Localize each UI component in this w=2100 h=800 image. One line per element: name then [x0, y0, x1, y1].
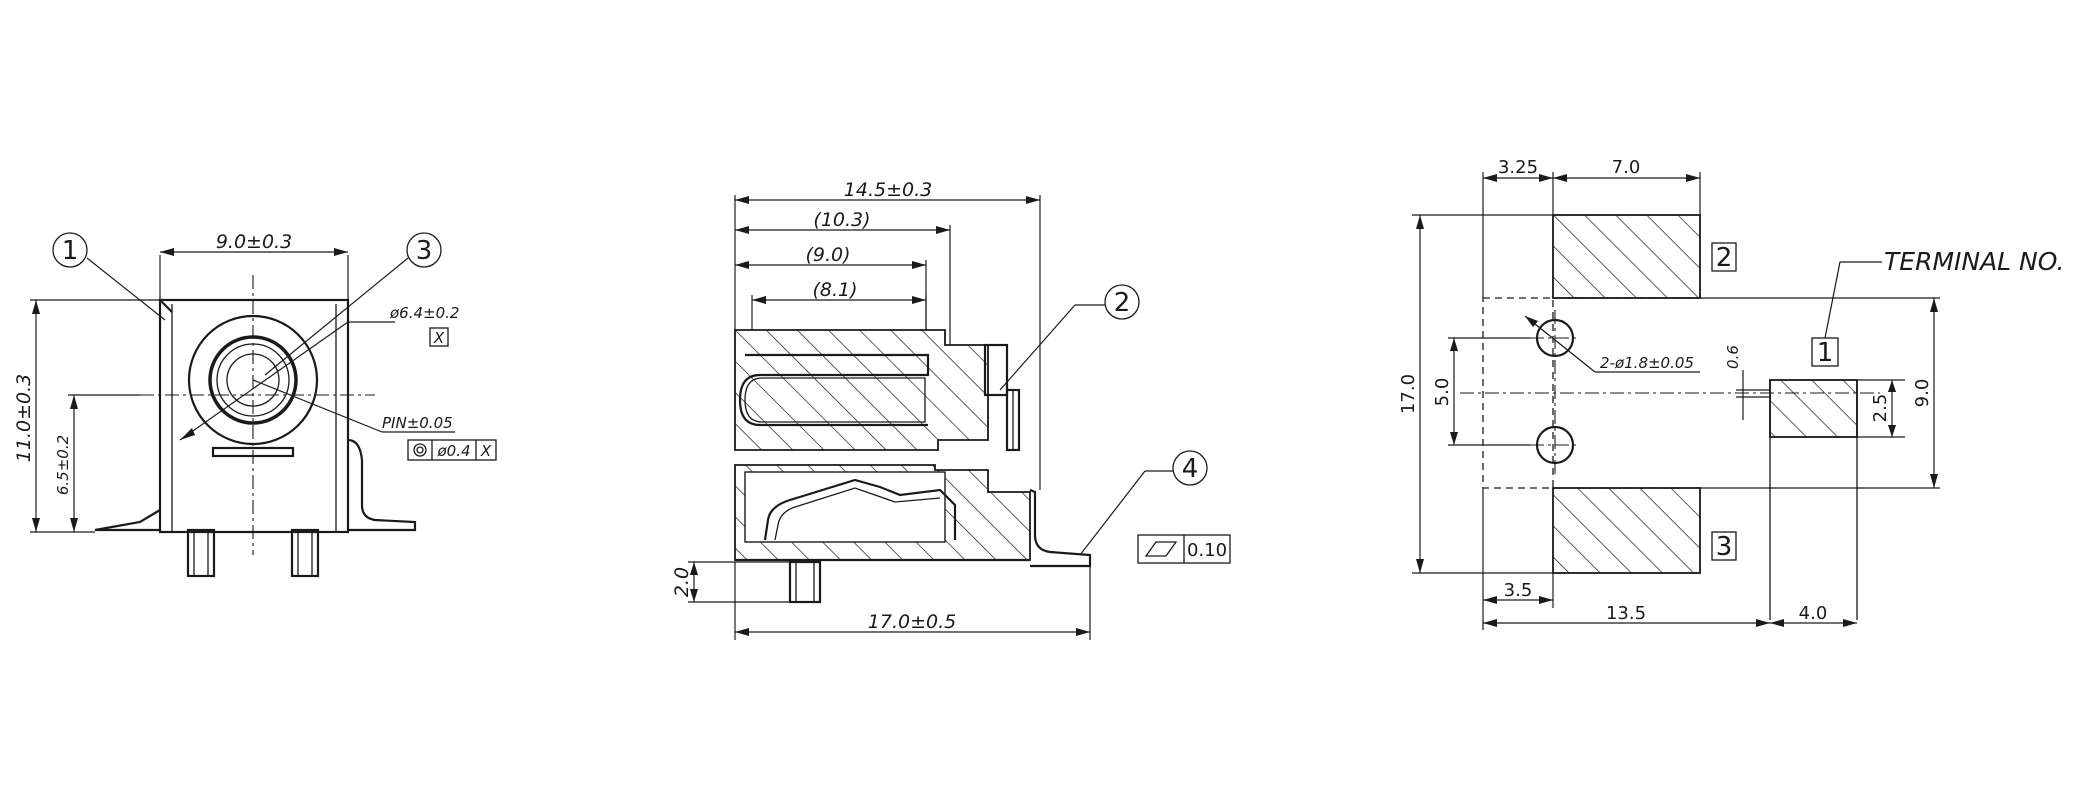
front-right-tab: [347, 438, 417, 532]
concentricity-icon: [413, 443, 427, 457]
balloon-2: [1104, 284, 1140, 320]
flatness-value: 0.10: [1187, 540, 1227, 561]
dim-0-6: 0.6: [1724, 345, 1742, 369]
dim-4-0: 4.0: [1799, 603, 1828, 624]
front-pin-right: [290, 528, 320, 578]
balloon-1: [52, 232, 88, 268]
dim-3-25: 3.25: [1498, 157, 1538, 178]
front-body-outline: [158, 298, 350, 534]
dim-7-0: 7.0: [1612, 157, 1641, 178]
bore-datum-box: [429, 327, 449, 347]
front-height-dim: 11.0±0.3: [13, 374, 35, 462]
terminal-3-box: [1711, 531, 1737, 561]
balloon-4: [1172, 450, 1208, 486]
side-length-1: (10.3): [813, 209, 870, 231]
pad-2: [1552, 214, 1701, 299]
balloon-2-label: 2: [1114, 288, 1131, 318]
front-pin-left: [186, 528, 216, 578]
dim-2-5: 2.5: [1870, 394, 1891, 423]
dim-13-5: 13.5: [1606, 603, 1646, 624]
terminal-leader: [1824, 261, 1882, 339]
side-overall-length: 17.0±0.5: [868, 611, 956, 633]
terminal-2-label: 2: [1716, 243, 1733, 273]
terminal-3-label: 3: [1716, 532, 1733, 562]
concentricity-frame: ø0.4 X: [407, 439, 497, 461]
front-view: 9.0±0.3 11.0±0.3 6.5±0.2 ø6.4±0.2 X PIN±…: [13, 231, 497, 578]
flatness-icon: [1144, 541, 1178, 557]
bore-diameter-dim: ø6.4±0.2: [389, 304, 459, 322]
balloon-3-label: 3: [416, 236, 433, 266]
side-pin: [788, 560, 822, 604]
side-total-length: 14.5±0.3: [844, 179, 932, 201]
hole-dim: 2-ø1.8±0.05: [1600, 354, 1694, 372]
front-center-height-dim: 6.5±0.2: [54, 435, 72, 495]
pin-tolerance: PIN±0.05: [382, 414, 453, 432]
pad-1: [1769, 379, 1858, 438]
terminal-no-label: TERMINAL NO.: [1884, 247, 2064, 276]
front-width-dim: 9.0±0.3: [216, 231, 292, 253]
concentricity-value: ø0.4: [436, 442, 470, 460]
side-rear-terminal: [1029, 488, 1092, 568]
balloon-4-label: 4: [1182, 454, 1199, 484]
terminal-1-label: 1: [1817, 338, 1834, 368]
dim-3-5: 3.5: [1504, 580, 1533, 601]
flatness-frame: 0.10: [1137, 534, 1231, 564]
terminal-2-box: [1711, 242, 1737, 272]
concentricity-datum: X: [480, 442, 492, 460]
balloon-3: [406, 232, 442, 268]
dim-5-0: 5.0: [1432, 378, 1453, 407]
side-rear-cap: [983, 343, 1009, 397]
side-pin-length: 2.0: [671, 567, 693, 597]
dim-17-0: 17.0: [1398, 374, 1419, 414]
side-view: 14.5±0.3 (10.3) (9.0) (8.1) 2.0 17.: [671, 179, 1231, 640]
front-left-tab: [94, 509, 161, 532]
pcb-layout: 3.25 7.0 17.0 5.0 2-ø1.8±0.05 0.6 2.5: [1398, 157, 2064, 630]
balloon-1-label: 1: [62, 236, 79, 266]
contact-spring: [763, 478, 957, 541]
body-outline: [1482, 297, 1554, 489]
bore-datum: X: [433, 329, 445, 347]
dim-9-0: 9.0: [1912, 379, 1933, 408]
pad-3: [1552, 487, 1701, 574]
side-upper-body: [734, 329, 989, 451]
side-length-3: (8.1): [812, 279, 857, 301]
side-length-2: (9.0): [805, 244, 850, 266]
